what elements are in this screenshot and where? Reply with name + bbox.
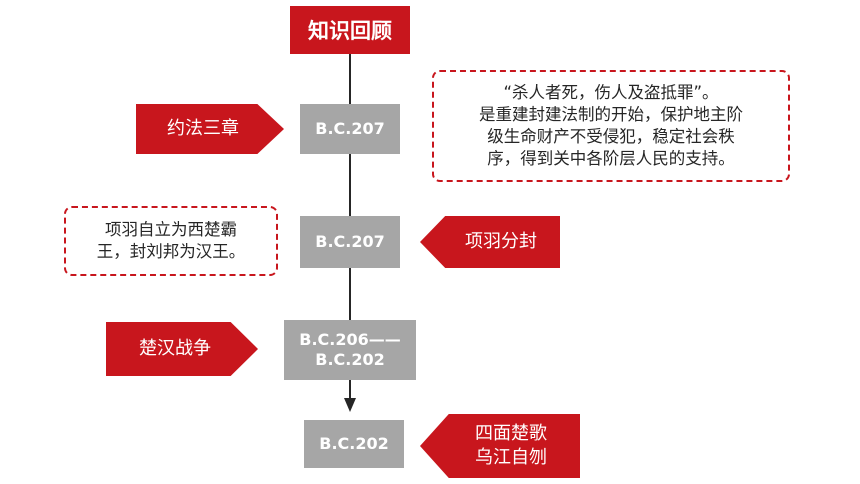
note-line: 序，得到关中各阶层人民的支持。 xyxy=(487,149,735,168)
note-line: 项羽自立为西楚霸 xyxy=(105,220,237,239)
event-label-yuefasanzhang: 约法三章 xyxy=(136,104,284,154)
note-line: “杀人者死，伤人及盗抵罪”。 xyxy=(503,83,719,102)
event-note-yuefasanzhang: “杀人者死，伤人及盗抵罪”。 是重建封建法制的开始，保护地主阶 级生命财产不受侵… xyxy=(432,70,790,182)
timeline-line xyxy=(349,380,351,400)
timeline-line xyxy=(349,268,351,320)
event-date-box: B.C.206—— B.C.202 xyxy=(284,320,416,380)
event-date-box: B.C.202 xyxy=(304,420,404,468)
date-line: B.C.206—— xyxy=(299,330,401,349)
page-title: 知识回顾 xyxy=(290,6,410,54)
note-line: 是重建封建法制的开始，保护地主阶 xyxy=(479,105,743,124)
event-note-xiangyufenfeng: 项羽自立为西楚霸 王，封刘邦为汉王。 xyxy=(64,206,278,276)
label-line: 四面楚歌 xyxy=(475,423,547,444)
event-label-xiangyufenfeng: 项羽分封 xyxy=(420,216,560,268)
timeline-line xyxy=(349,54,351,104)
timeline-arrowhead-icon xyxy=(344,398,356,412)
note-line: 级生命财产不受侵犯，稳定社会秩 xyxy=(487,127,735,146)
label-line: 乌江自刎 xyxy=(475,447,547,468)
timeline-line xyxy=(349,154,351,216)
event-label-chuhanzhanzheng: 楚汉战争 xyxy=(106,322,258,376)
event-date-box: B.C.207 xyxy=(300,216,400,268)
event-label-simianchuge: 四面楚歌 乌江自刎 xyxy=(420,414,580,478)
note-line: 王，封刘邦为汉王。 xyxy=(96,242,246,261)
event-date-box: B.C.207 xyxy=(300,104,400,154)
date-line: B.C.202 xyxy=(315,350,385,369)
